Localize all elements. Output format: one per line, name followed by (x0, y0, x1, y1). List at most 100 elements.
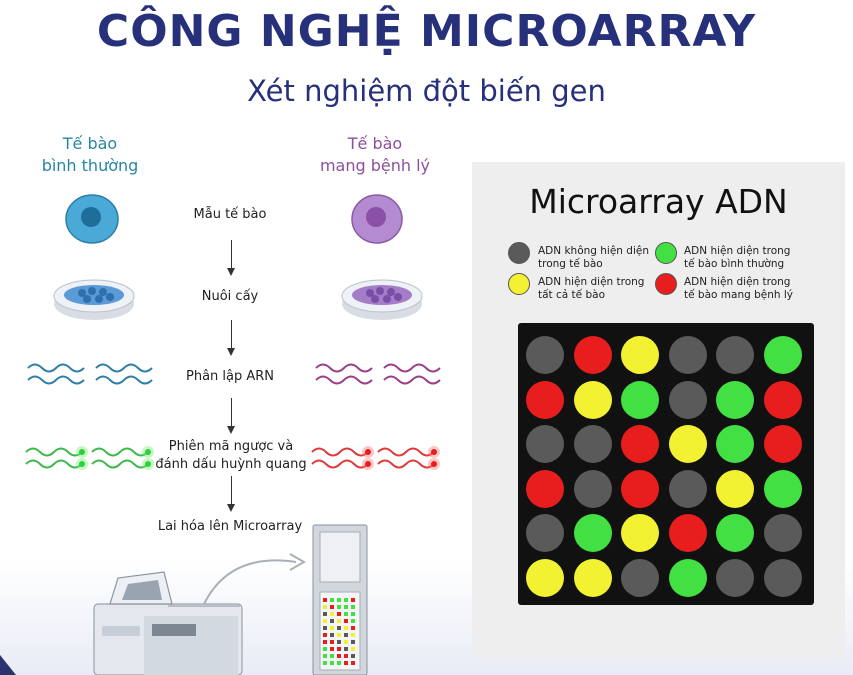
chip-dot (344, 619, 348, 623)
chip-dot (337, 612, 341, 616)
step-rna-isolation-text: Phân lập ARN (185, 369, 275, 384)
grid-spot-green (716, 380, 754, 419)
chip-dot (330, 633, 334, 637)
legend-yellow-dot (508, 273, 530, 295)
grid-spot-red (763, 425, 802, 463)
grid-spot-green (668, 558, 707, 597)
chip-dot (351, 626, 355, 630)
step-cell-sample: Mẫu tế bào (150, 206, 310, 224)
chip-dot (323, 598, 327, 602)
chip-dot (323, 654, 327, 658)
normal-cell-label: Tế bào bình thường (20, 133, 160, 177)
chip-dot (351, 605, 355, 609)
grid-spot-gray (526, 425, 564, 463)
transfer-arrow-icon (203, 553, 307, 605)
disease-cell-label-line1: Tế bào (347, 134, 403, 153)
normal-cell-icon (65, 194, 119, 244)
legend-red-dot (655, 273, 677, 295)
legend-gray-line1: ADN không hiện diện (538, 245, 649, 257)
arrow-1 (227, 240, 235, 276)
chip-dot (344, 661, 348, 665)
chip-dot (330, 654, 334, 658)
legend-gray-dot (508, 242, 530, 264)
step-culture: Nuôi cấy (150, 288, 310, 306)
disease-cell-label-line2: mang bệnh lý (319, 156, 431, 175)
chip-dot (351, 619, 355, 623)
normal-cell-label-line2: bình thường (41, 156, 139, 175)
chip-dot (351, 654, 355, 658)
arrow-3 (227, 398, 235, 434)
step-hybridization-text: Lai hóa lên Microarray (157, 519, 303, 534)
corner-accent (0, 655, 16, 675)
disease-cell-icon (351, 194, 403, 244)
grid-spot-gray (621, 558, 659, 597)
chip-dot (351, 633, 355, 637)
disease-labeled-cdna-icon (311, 446, 440, 470)
chip-dot (337, 598, 341, 602)
chip-dot (351, 598, 355, 602)
disease-dish-icon (341, 279, 423, 320)
legend-gray-line2: trong tế bào (538, 258, 603, 270)
chip-dot (344, 654, 348, 658)
microarray-chip-icon (312, 524, 368, 675)
panel-title: Microarray ADN (529, 182, 788, 221)
step-reverse-transcription: Phiên mã ngược và đánh dấu huỳnh quang (145, 438, 317, 474)
chip-dot (323, 612, 327, 616)
disease-cell-label: Tế bào mang bệnh lý (300, 133, 450, 177)
legend-red-text: ADN hiện diện trong tế bào mang bệnh lý (684, 276, 809, 302)
chip-dot (344, 612, 348, 616)
chip-dot (344, 626, 348, 630)
normal-dish-icon (53, 279, 135, 320)
chip-dot (351, 612, 355, 616)
chip-dot (323, 619, 327, 623)
grid-spot-green (763, 336, 802, 374)
arrow-4 (227, 476, 235, 512)
grid-spot-red (621, 425, 659, 463)
grid-spot-gray (668, 380, 707, 419)
grid-spot-green (763, 469, 802, 508)
normal-cell-label-line1: Tế bào (62, 134, 118, 153)
chip-dot (337, 661, 341, 665)
grid-spot-red (526, 380, 564, 419)
chip-dot (330, 626, 334, 630)
grid-spot-red (573, 336, 612, 374)
grid-spot-green (716, 514, 754, 552)
chip-dot (323, 661, 327, 665)
scanner-machine-icon (93, 571, 243, 675)
chip-dot (337, 633, 341, 637)
chip-dot (337, 619, 341, 623)
step-hybridization: Lai hóa lên Microarray (135, 518, 325, 536)
grid-spot-gray (526, 514, 564, 552)
chip-dot (344, 605, 348, 609)
legend-yellow-text: ADN hiện diện trong tất cả tế bào (538, 276, 663, 302)
chip-dot (337, 640, 341, 644)
grid-spot-yellow (621, 336, 659, 374)
grid-spot-gray (716, 336, 754, 374)
grid-spot-green (573, 514, 612, 552)
chip-dot (330, 612, 334, 616)
chip-dot (330, 647, 334, 651)
page-title: CÔNG NGHỆ MICROARRAY (96, 6, 757, 57)
step-rna-isolation: Phân lập ARN (150, 368, 310, 386)
step-reverse-transcription-line1: Phiên mã ngược và (168, 439, 294, 454)
step-cell-sample-text: Mẫu tế bào (193, 207, 267, 222)
chip-dot (344, 647, 348, 651)
grid-spot-gray (763, 514, 802, 552)
chip-dot (330, 640, 334, 644)
chip-dot (351, 661, 355, 665)
page-subtitle: Xét nghiệm đột biến gen (247, 74, 606, 108)
legend-green-line1: ADN hiện diện trong (684, 245, 791, 257)
grid-spot-gray (573, 425, 612, 463)
chip-dot (330, 619, 334, 623)
grid-spot-green (621, 380, 659, 419)
legend-yellow-line2: tất cả tế bào (538, 289, 605, 301)
grid-spot-gray (668, 469, 707, 508)
chip-dot (323, 605, 327, 609)
chip-dot (323, 626, 327, 630)
legend-green-text: ADN hiện diện trong tế bào bình thường (684, 245, 809, 271)
microarray-grid (518, 323, 814, 605)
chip-dot (323, 633, 327, 637)
chip-dot (330, 605, 334, 609)
grid-spot-gray (668, 336, 707, 374)
grid-spot-gray (763, 558, 802, 597)
